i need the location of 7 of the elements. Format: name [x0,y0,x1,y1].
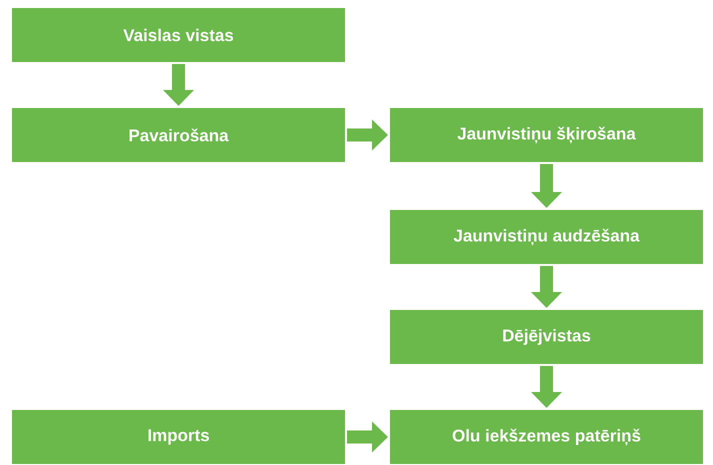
process-box: Olu iekšzemes patēriņš [390,410,703,464]
process-box: Jaunvistiņu audzēšana [390,210,703,264]
process-box: Dējējvistas [390,310,703,364]
process-box: Pavairošana [12,108,345,162]
process-box: Jaunvistiņu šķirošana [390,108,703,162]
process-box: Vaislas vistas [12,8,345,62]
process-box: Imports [12,410,345,464]
